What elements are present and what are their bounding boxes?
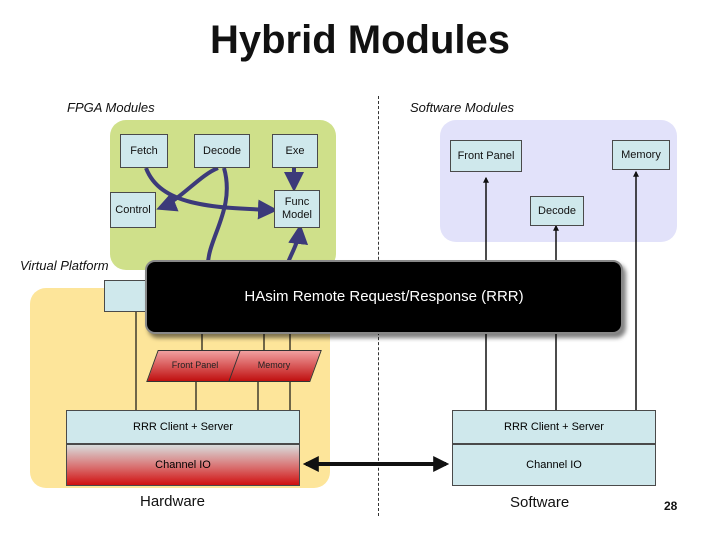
- arrow-decode-to-control: [156, 166, 219, 212]
- page-title: Hybrid Modules: [209, 18, 511, 62]
- hw-front-panel-shape: Front Panel: [146, 350, 246, 382]
- func-model-node: Func Model: [274, 190, 320, 228]
- software-modules-label: Software Modules: [410, 100, 515, 115]
- sw-memory-node: Memory: [612, 140, 670, 170]
- sw-channel-io: Channel IO: [452, 444, 656, 486]
- sw-decode-node: Decode: [530, 196, 584, 226]
- hw-front-panel-label: Front Panel: [171, 360, 219, 370]
- rrr-box: HAsim Remote Request/Response (RRR): [145, 260, 623, 334]
- exe-node: Exe: [272, 134, 318, 168]
- fpga-modules-label: FPGA Modules: [67, 100, 155, 115]
- sw-rrr-client-server: RRR Client + Server: [452, 410, 656, 444]
- rrr-label: HAsim Remote Request/Response (RRR): [244, 287, 524, 305]
- hw-rrr-client-server: RRR Client + Server: [66, 410, 300, 444]
- hw-channel-io: Channel IO: [66, 444, 300, 486]
- decode-node: Decode: [194, 134, 250, 168]
- fetch-node: Fetch: [120, 134, 168, 168]
- sw-front-panel-node: Front Panel: [450, 140, 522, 172]
- page-number: 28: [664, 499, 678, 513]
- control-node: Control: [110, 192, 156, 228]
- hw-memory-shape: Memory: [228, 350, 322, 382]
- arrow-fetch-to-func-model: [144, 167, 278, 220]
- software-label: Software: [510, 494, 570, 511]
- virtual-platform-label: Virtual Platform: [20, 258, 109, 273]
- arrow-decode-down: [205, 167, 229, 269]
- hardware-label: Hardware: [140, 493, 206, 510]
- hw-memory-label: Memory: [257, 360, 291, 370]
